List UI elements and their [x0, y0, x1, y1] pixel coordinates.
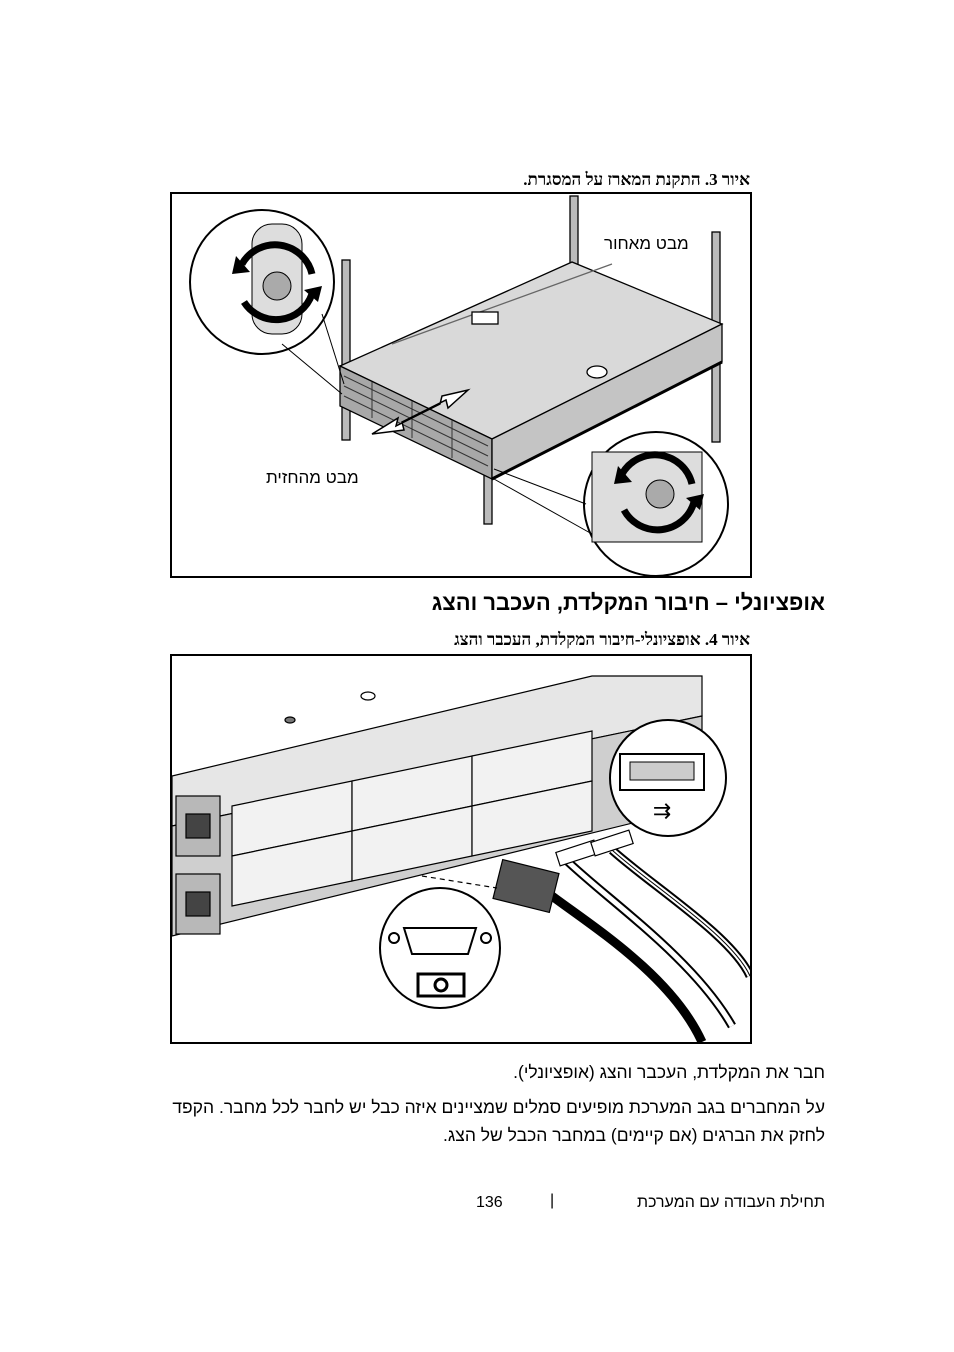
footer-separator: |	[550, 1192, 555, 1209]
section-heading: אופציונלי – חיבור המקלדת, העכבר והצג	[431, 590, 825, 615]
figure-3-caption: איור 3. התקנת המארז על המסגרת.	[523, 170, 750, 189]
svg-text:⇉: ⇉	[653, 799, 671, 824]
figure-4-peripheral-connection-illustration: ⇉	[170, 654, 752, 1044]
thumbscrew-detail-front-icon	[189, 209, 335, 355]
figure-3-rack-install-illustration: מבט מאחור מבט מהחזית	[170, 192, 752, 578]
release-view-label: מבט מאחור	[604, 234, 689, 253]
rack-server-drawing	[189, 195, 729, 576]
note-text-line-1: על המחברים בגב המערכת מופיעים סמלים שמצי…	[172, 1097, 825, 1117]
figure-4-caption: איור 4. אופציונלי-חיבור המקלדת, העכבר וה…	[454, 630, 750, 649]
server-rear-drawing: ⇉	[172, 675, 750, 1042]
thumbscrew-detail-rear-icon	[583, 431, 729, 576]
note-text-line-2: לחזק את הברגים (אם קיימים) במחבר הכבל של…	[443, 1125, 825, 1145]
page-number: 136	[476, 1194, 503, 1211]
footer-title: תחילת העבודה עם המערכת	[637, 1194, 825, 1211]
usb-port-callout-icon: ⇉	[609, 719, 727, 837]
slide-arrow-icon	[371, 388, 471, 435]
instruction-text: חבר את המקלדת, העכבר והצג (אופציונלי).	[513, 1062, 825, 1082]
vga-port-callout-icon	[379, 887, 501, 1009]
front-view-label: מבט מהחזית	[266, 468, 359, 487]
